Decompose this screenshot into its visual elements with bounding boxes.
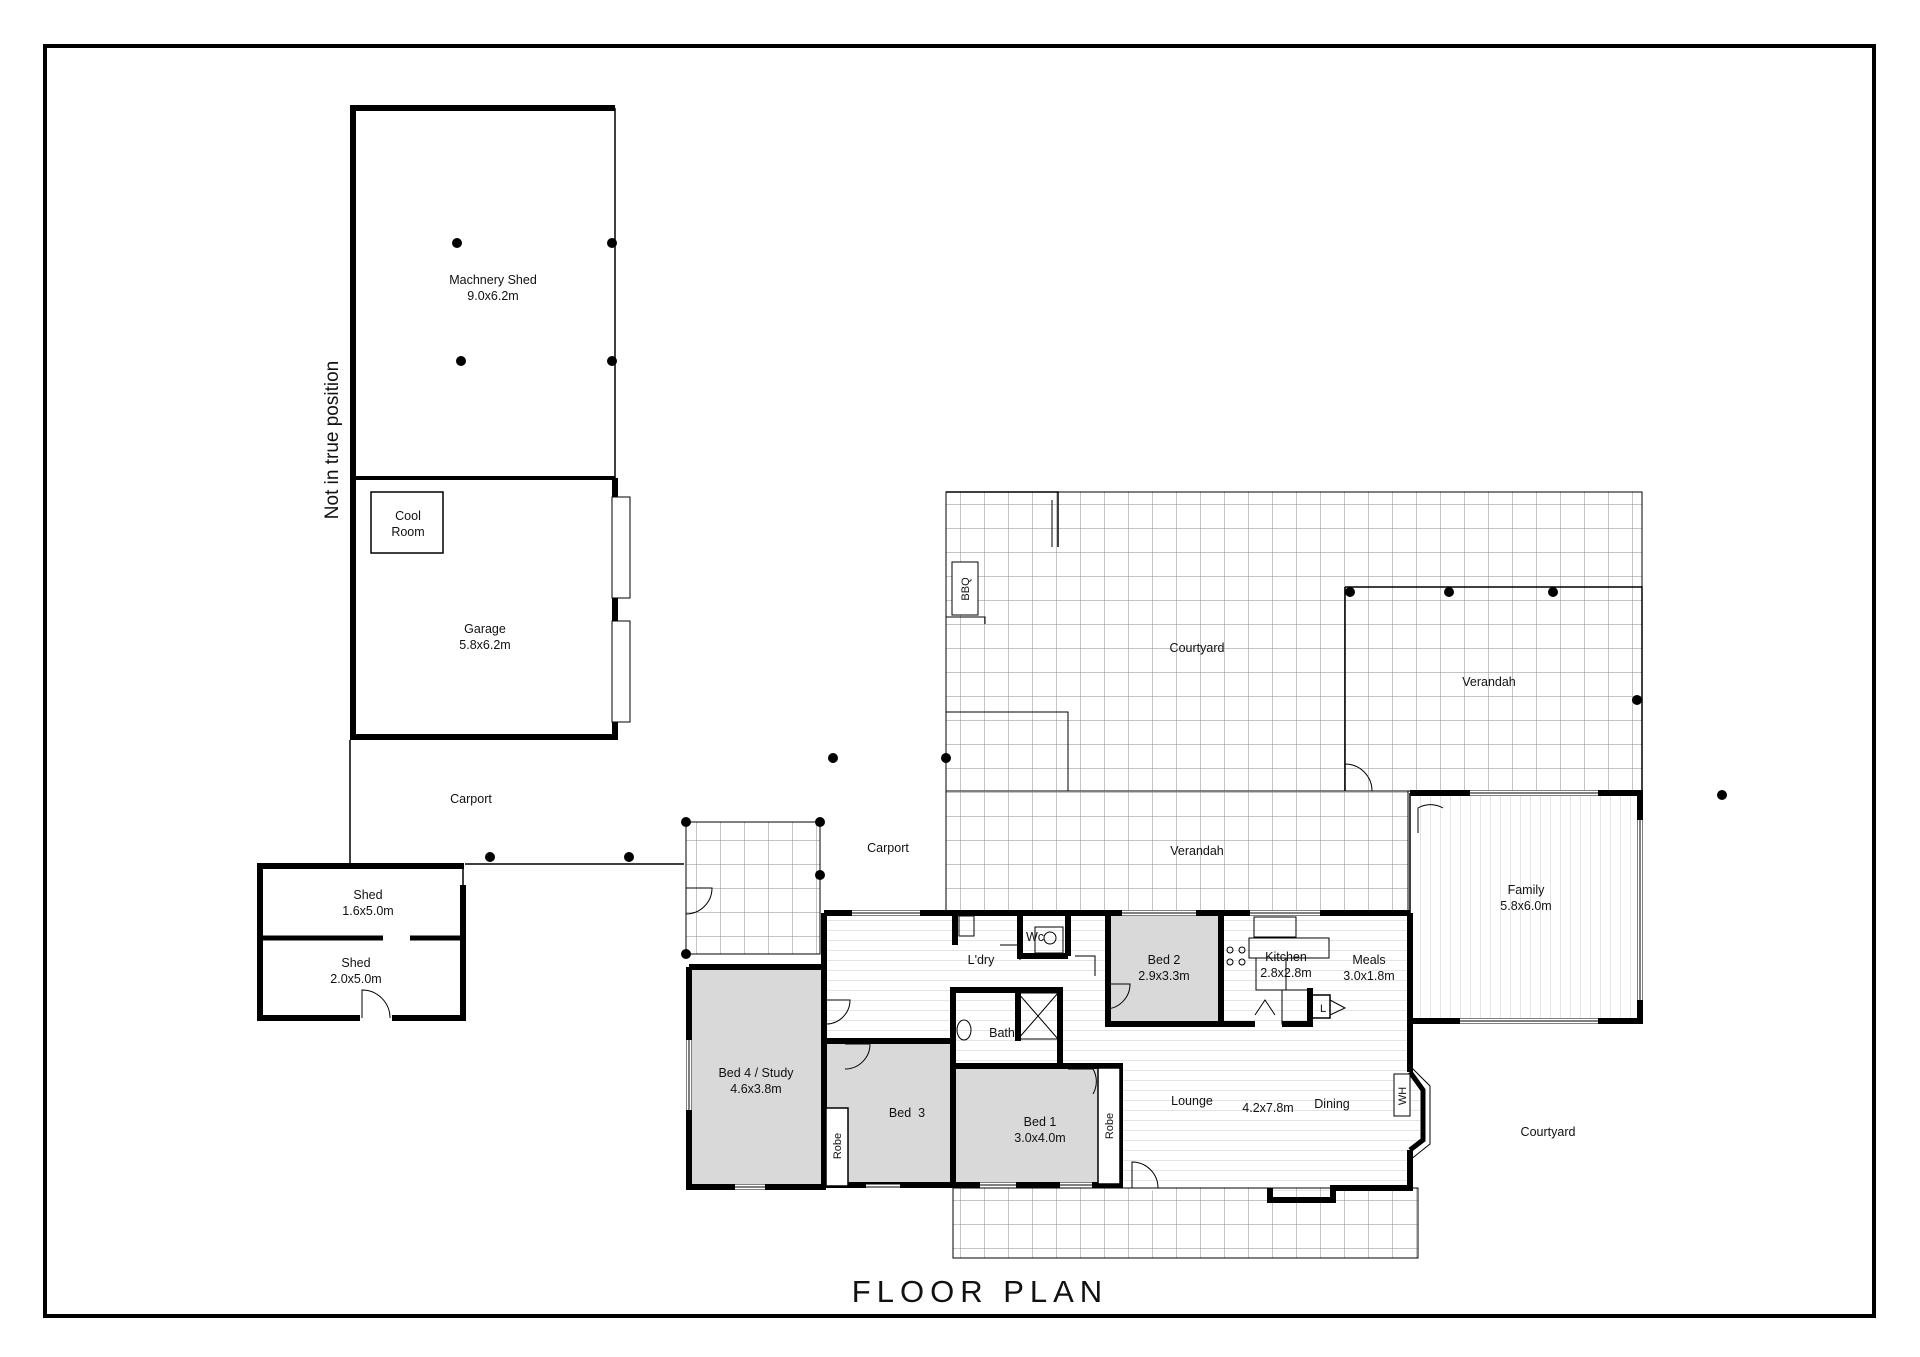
carport-left-label: Carport [450,792,492,806]
verandah-mid-label: Verandah [1170,844,1224,858]
sheds [257,863,466,1022]
wh-label: WH [1397,1087,1409,1105]
family-room [1409,790,1643,1024]
carport-mid-paving [681,817,825,959]
lounge-label: Lounge [1171,1094,1213,1108]
shed2-size: 2.0x5.0m [330,972,381,986]
cool-room-label-2: Room [391,525,424,539]
robe-left-label: Robe [832,1133,844,1159]
front-patio [952,1187,1419,1259]
bed4-label: Bed 4 / Study [718,1066,794,1080]
meals-size: 3.0x1.8m [1343,969,1394,983]
family-label: Family [1508,883,1546,897]
garage-label: Garage [464,622,506,636]
house-detail-lines [686,910,1431,1191]
bed2-label: Bed 2 [1148,953,1181,967]
bbq-box [951,561,979,616]
bath-label: Bath [989,1026,1015,1040]
l-box-label: L [1320,1003,1326,1015]
labels: Machnery Shed 9.0x6.2m Cool Room Garage … [322,273,1575,1309]
floor-plan-title: FLOOR PLAN [852,1274,1108,1309]
dining-label: Dining [1314,1097,1349,1111]
carport-mid-label: Carport [867,841,909,855]
family-size: 5.8x6.0m [1500,899,1551,913]
bed1-label: Bed 1 [1024,1115,1057,1129]
shed2-label: Shed [341,956,370,970]
cool-room-box [370,491,444,554]
bed4-size: 4.6x3.8m [730,1082,781,1096]
kitchen-size: 2.8x2.8m [1260,966,1311,980]
machinery-shed [350,105,617,478]
shed1-size: 1.6x5.0m [342,904,393,918]
kitchen-label: Kitchen [1265,950,1307,964]
meals-label: Meals [1352,953,1385,967]
lounge-dining-size: 4.2x7.8m [1242,1101,1293,1115]
machinery-shed-size: 9.0x6.2m [467,289,518,303]
bed2-size: 2.9x3.3m [1138,969,1189,983]
machinery-shed-label: Machnery Shed [449,273,537,287]
carport-left-outline [349,740,684,865]
robe-right-label: Robe [1104,1113,1116,1139]
courtyard-right-label: Courtyard [1521,1125,1576,1139]
shed1-label: Shed [353,888,382,902]
page-border [43,44,1876,1318]
garage-door-upper [611,496,631,599]
garage-door-lower [611,620,631,723]
bed3-label: Bed 3 [889,1106,925,1120]
verandah-right-label: Verandah [1462,675,1516,689]
wc-label: Wc [1026,930,1044,944]
bbq-label: BBQ [960,577,972,601]
garage [350,476,631,740]
laundry-label: L'dry [968,953,995,967]
cool-room-label-1: Cool [395,509,421,523]
garage-size: 5.8x6.2m [459,638,510,652]
courtyard-top-label: Courtyard [1170,641,1225,655]
bed1-size: 3.0x4.0m [1014,1131,1065,1145]
not-in-true-position-note: Not in true position [322,361,343,519]
courtyard-paving [828,491,1727,911]
